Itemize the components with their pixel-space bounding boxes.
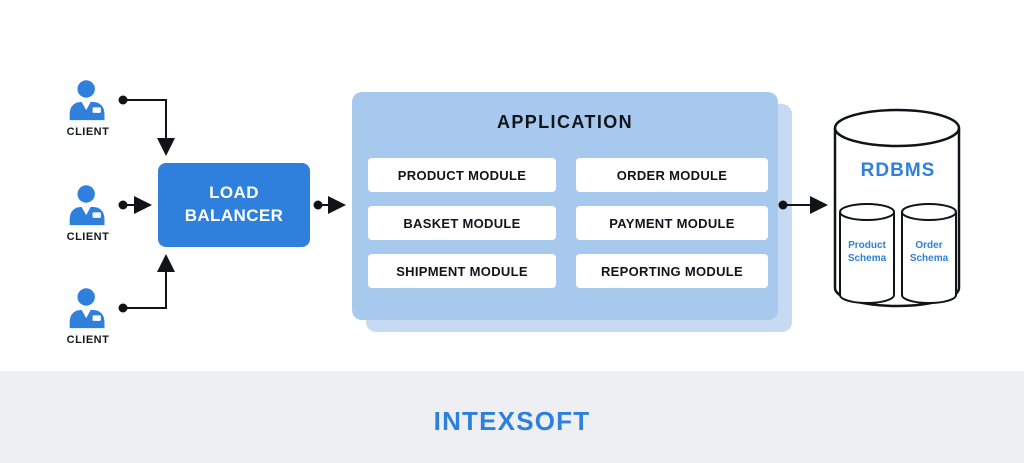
footer-background	[0, 371, 1024, 463]
rdbms-title: RDBMS	[860, 160, 936, 181]
module-shipment: SHIPMENT MODULE	[368, 254, 556, 288]
intexsoft-logo: INTEXSOFT	[433, 406, 591, 436]
module-product: PRODUCT MODULE	[368, 158, 556, 192]
client-label: CLIENT	[66, 231, 110, 243]
client-3: CLIENT	[56, 287, 120, 346]
client-1: CLIENT	[56, 79, 120, 138]
person-icon	[69, 80, 105, 121]
module-payment: PAYMENT MODULE	[576, 206, 768, 240]
module-order: ORDER MODULE	[576, 158, 768, 192]
order-schema-label: Order Schema	[909, 240, 949, 264]
module-basket: BASKET MODULE	[368, 206, 556, 240]
client-label: CLIENT	[66, 334, 110, 346]
module-reporting: REPORTING MODULE	[576, 254, 768, 288]
application-title: APPLICATION	[496, 112, 634, 132]
product-schema-label: Product Schema	[847, 240, 887, 264]
client-label: CLIENT	[66, 126, 110, 138]
person-icon	[69, 185, 105, 226]
person-icon	[69, 288, 105, 329]
module-grid: PRODUCT MODULE ORDER MODULE BASKET MODUL…	[368, 158, 768, 288]
client-2: CLIENT	[56, 184, 120, 243]
load-balancer-node: LOAD BALANCER	[158, 163, 310, 247]
database-cylinder-icon	[833, 108, 961, 308]
